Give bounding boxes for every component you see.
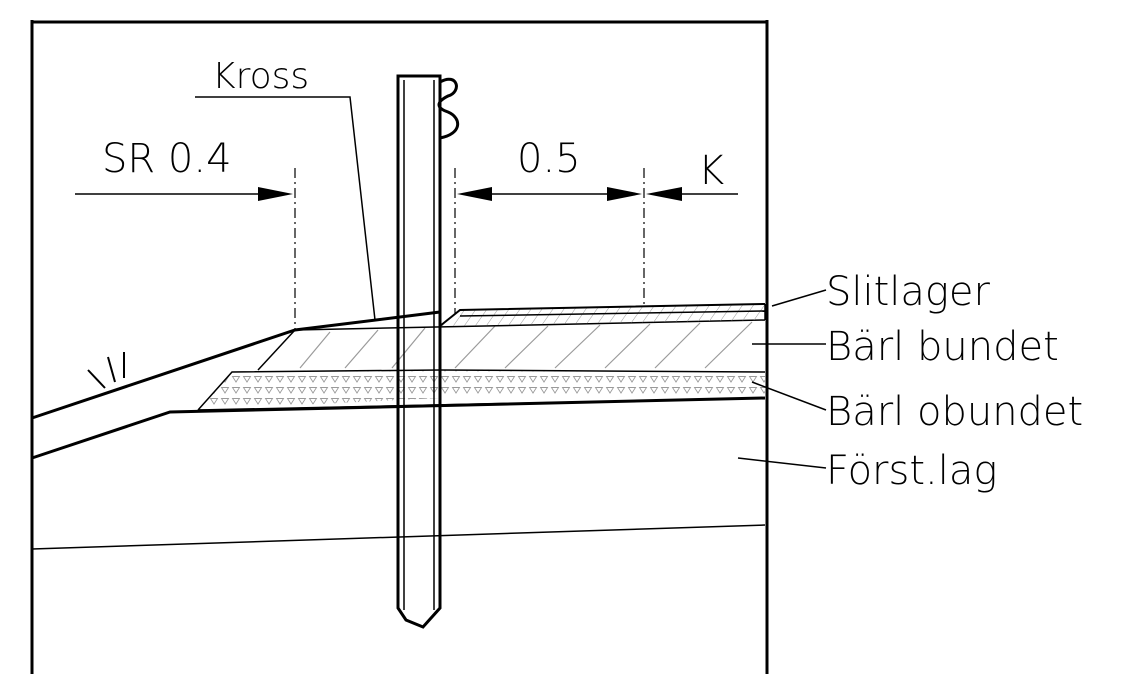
layer-slitlager xyxy=(439,303,766,327)
dimension-05 xyxy=(457,187,642,201)
guardrail-post xyxy=(396,74,459,629)
leader-lines xyxy=(195,96,827,469)
label-barl-bundet: Bärl bundet xyxy=(826,324,1059,370)
reference-lines xyxy=(294,168,645,330)
label-dim-05: 0.5 xyxy=(517,136,581,182)
grass-symbol xyxy=(87,352,125,389)
layer-barl-obundet xyxy=(197,369,766,411)
label-barl-obundet: Bärl obundet xyxy=(826,389,1083,435)
label-sr-04: SR 0.4 xyxy=(102,136,232,182)
label-kross: Kross xyxy=(212,56,309,97)
label-forst-lag: Först.lag xyxy=(826,448,997,494)
layer-barl-bundet xyxy=(257,319,766,371)
label-slitlager: Slitlager xyxy=(826,269,991,315)
label-k: K xyxy=(698,148,724,194)
dimension-k xyxy=(646,187,738,201)
drawing-frame xyxy=(30,20,769,674)
dimension-sr xyxy=(75,187,293,201)
